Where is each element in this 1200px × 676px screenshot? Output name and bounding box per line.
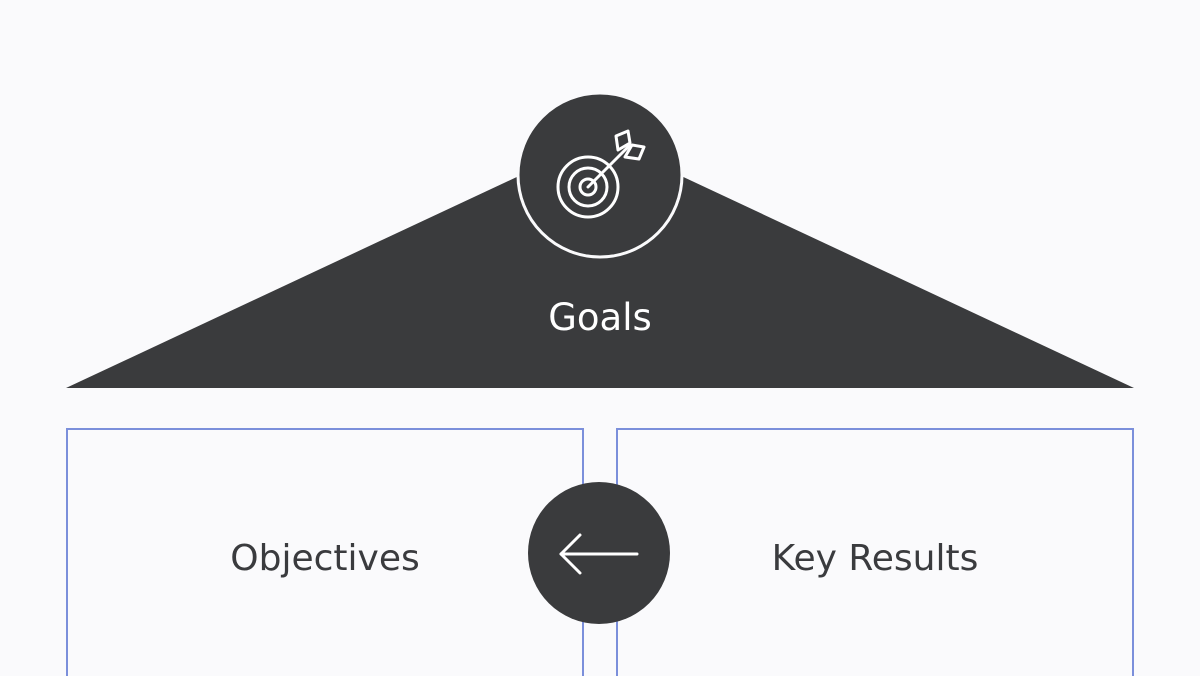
goals-label: Goals [548,296,652,339]
arrow-left-icon [559,533,639,575]
target-with-arrow-icon [516,91,684,259]
key-results-panel: Key Results [616,428,1134,676]
goals-roof-triangle [66,138,1134,388]
connector-circle [528,482,670,624]
goals-roof [66,91,1134,388]
objectives-label: Objectives [230,538,420,579]
objectives-panel: Objectives [66,428,584,676]
key-results-label: Key Results [771,538,979,579]
